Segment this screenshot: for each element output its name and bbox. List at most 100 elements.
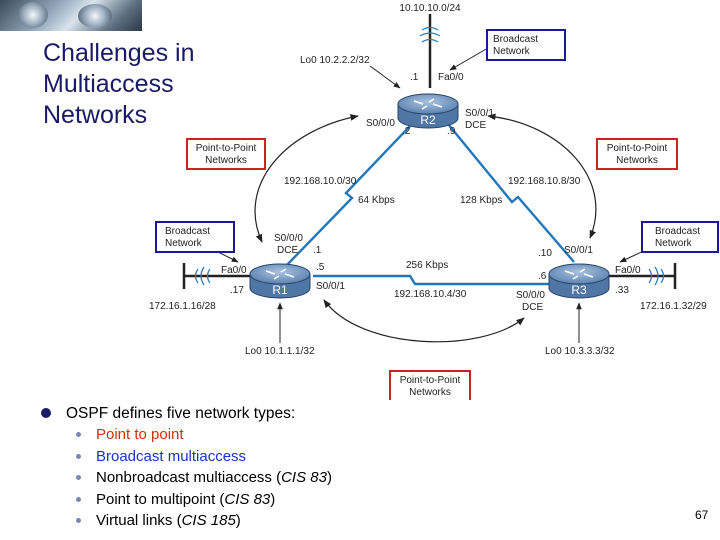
ptp-right-arrow [487,113,597,239]
sub-bullet-italic: CIS 83 [224,490,271,508]
callout-ptp-bottom-line2: Networks [409,387,451,398]
r1-fa-label: Fa0/0 [221,265,247,276]
sub-bullet-text: Nonbroadcast multiaccess ( [96,469,282,486]
sub-bullet-point-to-multipoint: Point to multipoint (CIS 83) [40,489,332,511]
callout-broadcast-left-line2: Network [165,238,203,249]
callout-ptp-bottom: Point-to-Point Networks [389,370,471,400]
sub-bullet-dot [76,475,81,480]
sub-bullet-italic: CIS 185 [181,512,236,529]
sub-bullet-text: Virtual links ( [96,512,182,529]
callout-ptp-right-line2: Networks [616,155,658,166]
sub-bullet-point-to-point: Point to point [40,424,332,446]
net-r1-r2-label: 192.168.10.0/30 [284,176,357,187]
callout-ptp-right-line1: Point-to-Point [607,143,668,154]
router-r2-label: R2 [420,113,436,127]
r2-s001-host-label: .9 [447,126,456,137]
r1-lan-label: 172.16.1.16/28 [149,301,216,312]
bullet-main-text: OSPF defines five network types: [66,405,296,422]
callout-ptp-left: Point-to-Point Networks [186,138,266,170]
router-r2[interactable]: R2 [397,93,459,129]
callout-broadcast-left-line1: Broadcast [165,226,210,237]
sub-bullet-broadcast-multiaccess: Broadcast multiaccess [40,446,332,468]
bw-r1-r3-label: 256 Kbps [406,260,448,271]
sub-bullet-end: ) [326,469,332,486]
ptp-bottom-arrow [323,299,525,343]
net-r1-r3-label: 192.168.10.4/30 [394,289,467,300]
r1-s001-label: S0/0/1 [316,281,345,292]
r3-s001-host-label: .10 [538,248,552,259]
bullet-list: OSPF defines five network types: Point t… [40,403,332,532]
link-r1-r3 [313,274,550,286]
r3-lan-segment [605,263,677,289]
callout-broadcast-top: Broadcast Network [486,29,566,61]
callout-broadcast-left: Broadcast Network [155,221,235,253]
callout-ptp-right: Point-to-Point Networks [596,138,678,170]
title-line-1: Challenges in [43,39,195,67]
r2-dce-label: DCE [465,120,486,131]
diagram-labels: 10.10.10.0/24 Lo0 10.2.2.2/32 .1 Fa0/0 S… [149,3,707,357]
page-number: 67 [695,508,709,522]
r2-s000-host-label: .2 [402,126,411,137]
sub-bullet-virtual-links: Virtual links (CIS 185) [40,510,332,532]
r3-s001-label: S0/0/1 [564,245,593,256]
sub-bullet-dot [76,496,81,502]
r1-loopback-label: Lo0 10.1.1.1/32 [245,346,315,357]
r3-s000-label: S0/0/0 [516,290,545,301]
callout-broadcast-right: Broadcast Network [641,221,719,253]
sub-bullet-text: Point to point [96,426,184,443]
r2-loopback-label: Lo0 10.2.2.2/32 [300,55,370,66]
bullet-dot [41,408,51,418]
sub-bullet-italic: CIS 83 [281,469,327,486]
router-r3[interactable]: R3 [548,263,610,299]
r2-lan-label: 10.10.10.0/24 [399,3,461,14]
sub-bullet-dot [76,432,81,437]
r2-lan-segment [419,14,441,88]
broadcast-top-arrow [449,47,489,71]
r3-fa-host-label: .33 [615,285,629,296]
sub-bullet-text: Broadcast multiaccess [96,447,247,465]
bullet-main: OSPF defines five network types: [40,403,332,424]
r3-loopback-label: Lo0 10.3.3.3/32 [545,346,615,357]
callout-ptp-bottom-line1: Point-to-Point [400,375,461,386]
r2-fa-label: Fa0/0 [438,72,464,83]
sub-bullet-end: ) [235,512,241,529]
sub-bullet-dot [76,518,81,523]
router-r3-label: R3 [571,283,587,297]
callout-ptp-left-line2: Networks [205,155,247,166]
callout-broadcast-top-line1: Broadcast [493,34,538,45]
ospf-topology-diagram: R2 R1 R3 Broadcast Network Broadcast Net… [149,3,719,400]
sub-bullet-text: Point to multipoint ( [96,490,225,508]
bw-r2-r3-label: 128 Kbps [460,195,502,206]
r2-loopback-arrow [369,65,401,89]
r1-dce-label: DCE [277,245,298,256]
router-r1[interactable]: R1 [249,263,311,299]
r2-s001-label: S0/0/1 [465,108,494,119]
callout-broadcast-right-line2: Network [655,238,693,249]
net-r2-r3-label: 192.168.10.8/30 [508,176,581,187]
callout-ptp-left-line1: Point-to-Point [196,143,257,154]
callout-broadcast-top-line2: Network [493,46,531,57]
header-logo-image [0,0,142,31]
r2-fa-host-label: .1 [410,72,419,83]
title-line-2: Multiaccess [43,70,174,98]
r1-fa-host-label: .17 [230,285,244,296]
ptp-left-arrow [254,114,359,243]
sub-bullet-nonbroadcast-multiaccess: Nonbroadcast multiaccess (CIS 83) [40,467,332,489]
link-r2-r3 [447,123,575,263]
r1-s000-host-label: .1 [313,245,322,256]
slide-title: Challenges in Multiaccess Networks [43,38,195,131]
r1-lan-segment [182,263,250,289]
title-line-3: Networks [43,101,148,129]
r3-s000-host-label: .6 [538,271,547,282]
r1-s001-host-label: .5 [316,262,325,273]
r3-dce-label: DCE [522,302,543,313]
bw-r1-r2-label: 64 Kbps [358,195,395,206]
r3-fa-label: Fa0/0 [615,265,641,276]
r1-s000-label: S0/0/0 [274,233,303,244]
sub-bullet-dot [76,453,81,459]
callout-broadcast-right-line1: Broadcast [655,226,700,237]
r3-lan-label: 172.16.1.32/29 [640,301,707,312]
router-r1-label: R1 [272,283,288,297]
r2-s000-label: S0/0/0 [366,118,395,129]
sub-bullet-end: ) [270,490,276,508]
